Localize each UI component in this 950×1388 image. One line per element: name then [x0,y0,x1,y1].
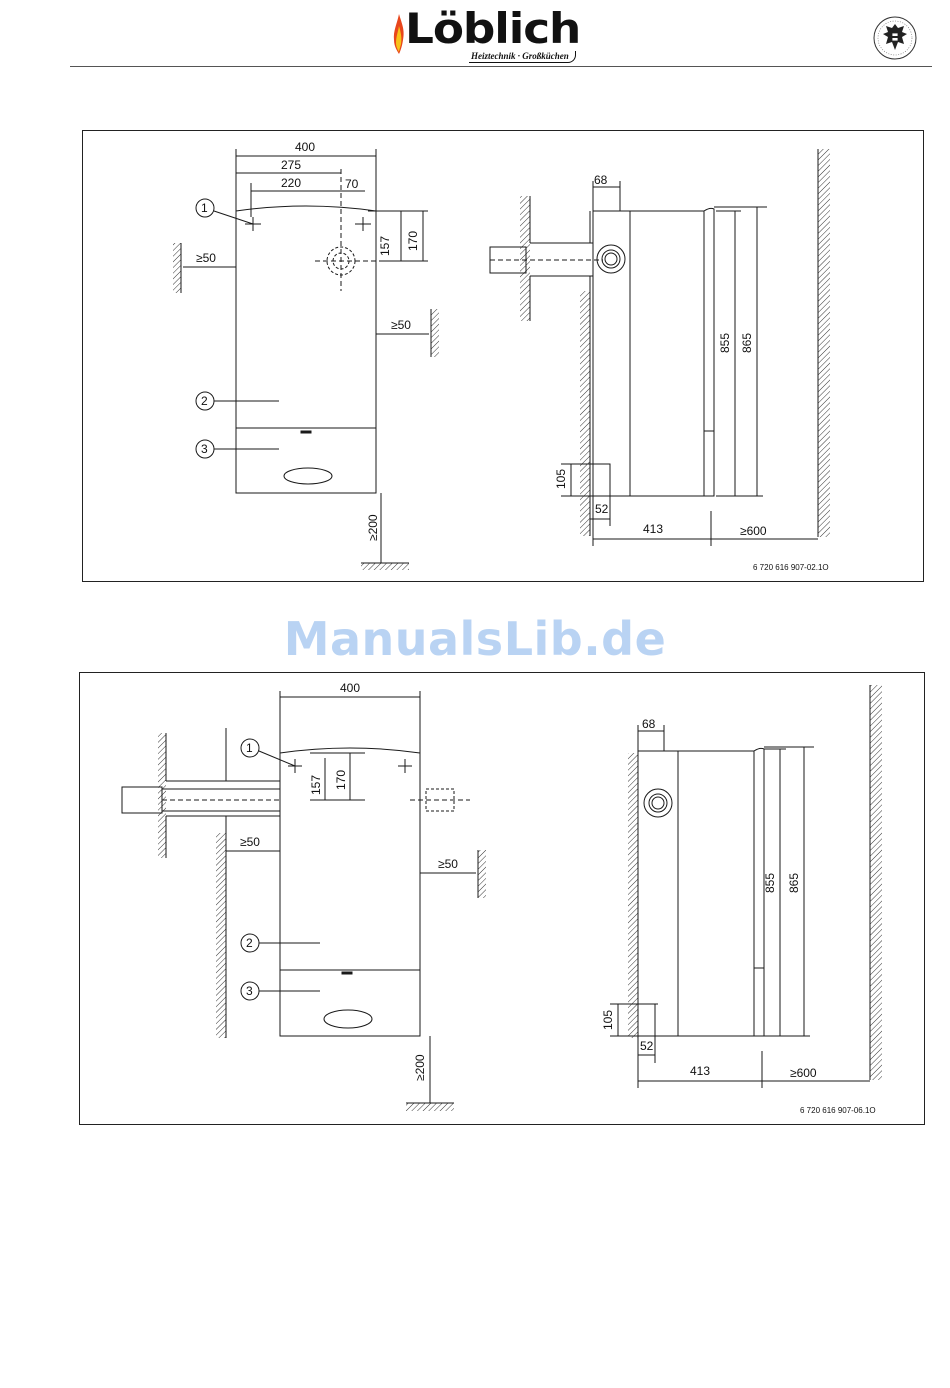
dim-220: 220 [281,176,301,190]
callout-2: 2 [246,936,253,950]
dim-105: 105 [601,1010,615,1030]
diagram-2-drawing: 400 157 170 ≥50 ≥50 ≥200 1 2 3 68 855 86… [80,673,924,1124]
figure-code: 6 720 616 907-02.1O [753,563,829,572]
watermark: ManualsLib.de [0,612,950,666]
dim-68: 68 [642,717,656,731]
diagram-1-drawing: 400 275 220 70 157 170 ≥50 ≥50 ≥200 1 2 … [83,131,923,581]
clearance-bottom: ≥200 [413,1054,427,1081]
clearance-left: ≥50 [240,835,260,849]
dim-157: 157 [309,775,323,795]
dim-170: 170 [406,231,420,251]
dim-52: 52 [640,1039,654,1053]
clearance-left: ≥50 [196,251,216,265]
page-header: Löblich Heiztechnik · Großküchen [0,0,950,70]
dim-865: 865 [740,333,754,353]
dim-170: 170 [334,770,348,790]
logo-subtitle: Heiztechnik · Großküchen [469,51,576,63]
dim-855: 855 [718,333,732,353]
callout-3: 3 [246,984,253,998]
dim-105: 105 [554,469,568,489]
clearance-front: ≥600 [740,524,767,538]
dim-157: 157 [378,236,392,256]
callout-1: 1 [201,201,208,215]
dim-70: 70 [345,177,359,191]
dim-width-400: 400 [295,140,315,154]
header-divider [70,66,932,67]
display-window [284,468,332,484]
flame-icon [393,14,405,54]
dim-855: 855 [763,873,777,893]
installation-diagram-2: 400 157 170 ≥50 ≥50 ≥200 1 2 3 68 855 86… [79,672,925,1125]
logo-wordmark: Löblich [405,4,580,53]
dim-width-400: 400 [340,681,360,695]
callout-1: 1 [246,741,253,755]
callout-3: 3 [201,442,208,456]
clearance-bottom: ≥200 [366,514,380,541]
dim-52: 52 [595,502,609,516]
dim-413: 413 [690,1064,710,1078]
austrian-eagle-crest-icon [873,14,917,62]
callout-2: 2 [201,394,208,408]
figure-code: 6 720 616 907-06.1O [800,1106,876,1115]
dim-413: 413 [643,522,663,536]
boiler-front-outline [236,206,376,493]
dim-275: 275 [281,158,301,172]
installation-diagram-1: 400 275 220 70 157 170 ≥50 ≥50 ≥200 1 2 … [82,130,924,582]
brand-logo: Löblich Heiztechnik · Großküchen [393,8,583,64]
clearance-right: ≥50 [391,318,411,332]
dim-68: 68 [594,173,608,187]
clearance-front: ≥600 [790,1066,817,1080]
clearance-right: ≥50 [438,857,458,871]
dim-865: 865 [787,873,801,893]
